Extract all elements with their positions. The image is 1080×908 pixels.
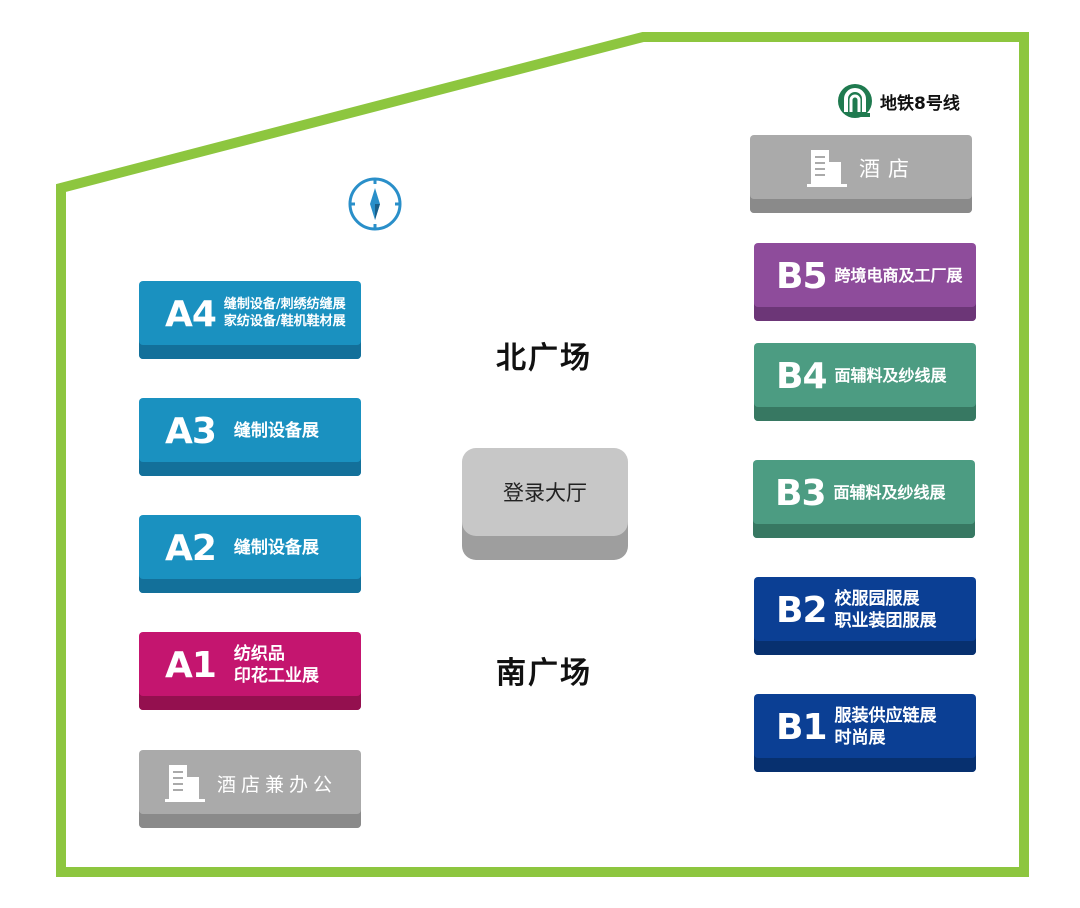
hall-a3[interactable]: A3 缝制设备展	[139, 398, 361, 476]
hall-description: 面辅料及纱线展	[834, 483, 946, 504]
hall-description-line: 纺织品	[233, 643, 285, 664]
hall-description-line: 面辅料及纱线展	[834, 365, 947, 385]
hall-b5[interactable]: B5 跨境电商及工厂展	[754, 243, 976, 321]
hall-description-line: 印花工业展	[233, 666, 319, 686]
hall-description: 跨境电商及工厂展	[835, 266, 963, 287]
hall-code: B2	[776, 589, 827, 631]
metro-logo-icon	[838, 84, 872, 118]
south-plaza-label: 南广场	[496, 656, 592, 691]
hall-description: 校服园服展 职业装团服展	[835, 588, 937, 632]
hall-description-line: 缝制设备展	[233, 537, 319, 558]
metro-label: 地铁8号线	[880, 93, 960, 114]
hall-description-line: 缝制设备/刺绣纺缝展	[223, 297, 346, 313]
hall-a2[interactable]: A2 缝制设备展	[139, 515, 361, 593]
hall-description: 缝制设备展	[234, 537, 319, 559]
building-icon	[164, 765, 205, 802]
hall-description: 面辅料及纱线展	[835, 366, 947, 387]
hall-b1[interactable]: B1 服装供应链展 时尚展	[754, 694, 976, 772]
hall-description-line: 缝制设备展	[233, 420, 319, 441]
metro-station: 地铁8号线	[836, 82, 960, 120]
hall-description: 服装供应链展 时尚展	[835, 705, 937, 749]
hall-description: 缝制设备/刺绣纺缝展 家纺设备/鞋机鞋材展	[224, 297, 346, 331]
hall-code: B3	[775, 472, 826, 514]
hall-description: 缝制设备展	[234, 420, 319, 442]
hall-description-line: 服装供应链展	[834, 705, 937, 726]
lobby-label: 登录大厅	[462, 448, 628, 536]
hall-code: A3	[165, 410, 217, 452]
hall-a1[interactable]: A1 纺织品 印花工业展	[139, 632, 361, 710]
hall-b2[interactable]: B2 校服园服展 职业装团服展	[754, 577, 976, 655]
hall-description-line: 时尚展	[834, 728, 886, 748]
hall-description-line: 家纺设备/鞋机鞋材展	[223, 314, 346, 329]
registration-lobby[interactable]: 登录大厅	[462, 448, 628, 560]
hall-code: B1	[776, 706, 827, 748]
hotel-label: 酒店兼办公	[216, 773, 337, 796]
hall-description: 纺织品 印花工业展	[234, 643, 319, 687]
hall-description-line: 校服园服展	[834, 588, 920, 609]
hall-code: A1	[165, 644, 217, 686]
hall-code: B5	[776, 255, 827, 297]
hotel[interactable]: 酒店	[750, 135, 972, 213]
hotel-office[interactable]: 酒店兼办公	[139, 750, 361, 828]
hall-description-line: 职业装团服展	[834, 611, 937, 631]
hall-code: A4	[165, 293, 217, 335]
hotel-label: 酒店	[859, 157, 917, 181]
north-plaza-label: 北广场	[496, 341, 592, 376]
hall-b3[interactable]: B3 面辅料及纱线展	[753, 460, 975, 538]
hall-code: B4	[776, 355, 827, 397]
hall-description-line: 面辅料及纱线展	[833, 482, 946, 502]
hall-code: A2	[165, 527, 217, 569]
hall-description-line: 跨境电商及工厂展	[834, 265, 963, 285]
hall-a4[interactable]: A4 缝制设备/刺绣纺缝展 家纺设备/鞋机鞋材展	[139, 281, 361, 359]
building-icon	[807, 150, 847, 187]
hall-b4[interactable]: B4 面辅料及纱线展	[754, 343, 976, 421]
compass-icon	[348, 177, 402, 231]
